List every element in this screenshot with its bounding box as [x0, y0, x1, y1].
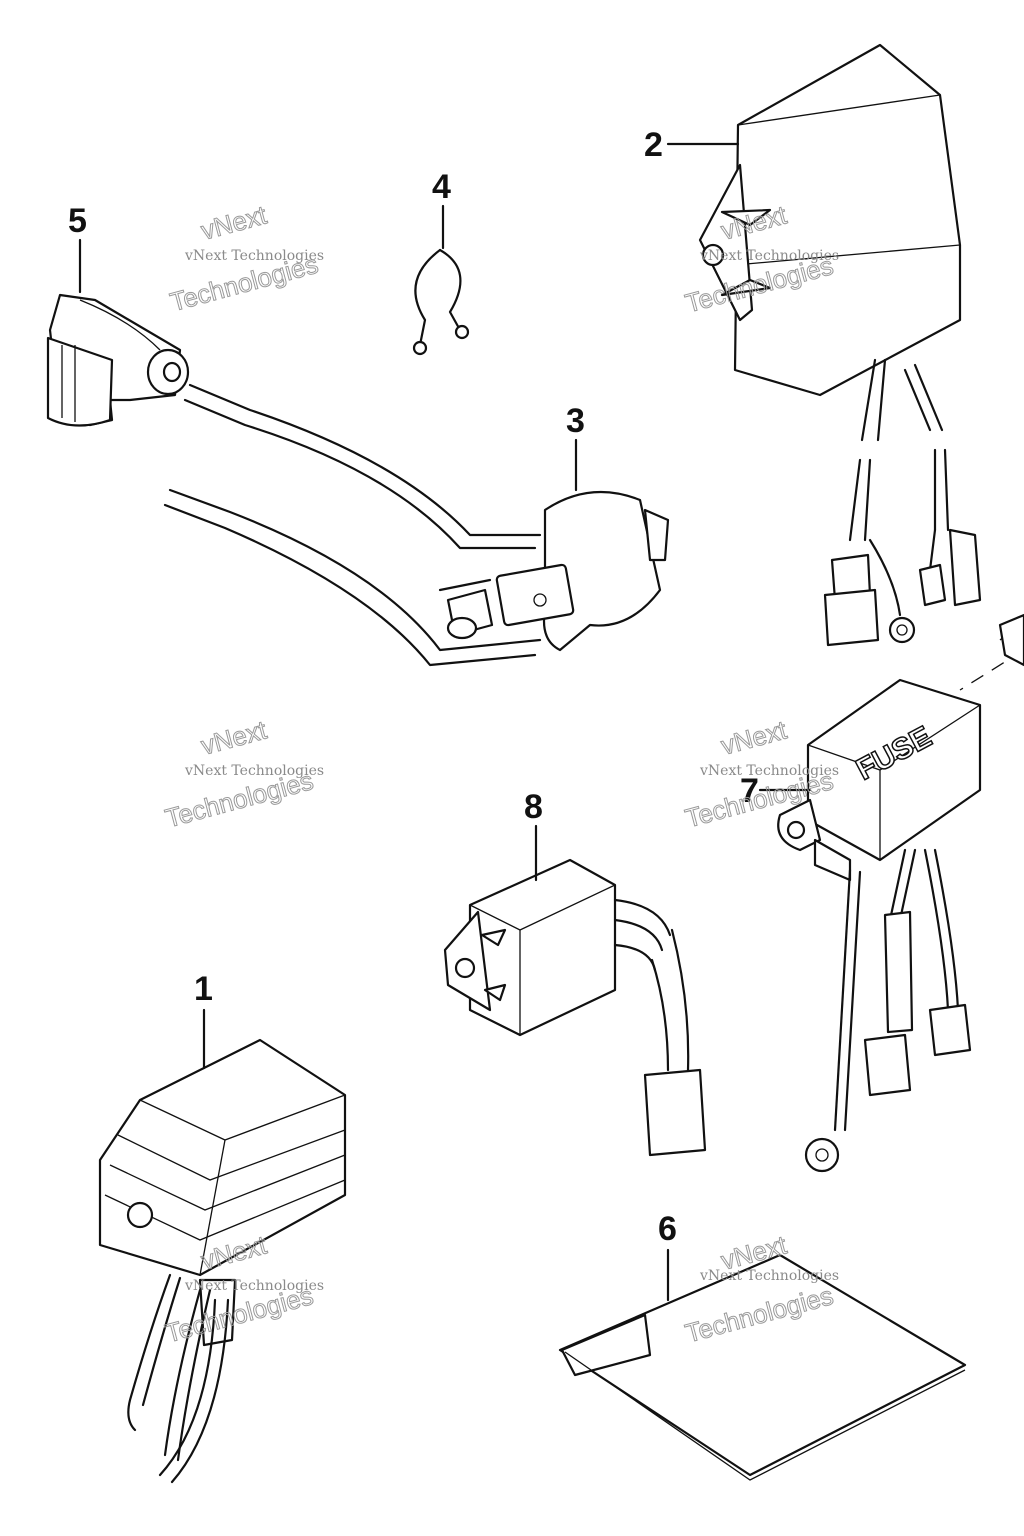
part-3-ignition-coil [163, 383, 670, 667]
callout-1: 1 [194, 970, 213, 1008]
part-7-fuse-box: FUSE [777, 613, 1024, 1173]
svg-text:vNext Technologies: vNext Technologies [699, 1268, 839, 1284]
callout-7: 7 [740, 772, 759, 810]
callout-5: 5 [68, 202, 87, 240]
part-6-label-sheet [558, 1253, 967, 1481]
part-4-clamp [412, 248, 470, 356]
svg-text:vNext Technologies: vNext Technologies [184, 763, 324, 779]
part-2-cdi-unit [698, 43, 982, 647]
watermark-mid-left: vNext Technologies vNext Technologies [162, 714, 325, 834]
svg-text:vNext Technologies: vNext Technologies [184, 248, 324, 264]
svg-text:vNext: vNext [198, 199, 271, 245]
part-8-module [443, 858, 707, 1157]
svg-text:vNext Technologies: vNext Technologies [699, 763, 839, 779]
svg-text:vNext: vNext [718, 714, 791, 760]
watermark-top-left: vNext Technologies vNext Technologies [166, 199, 324, 318]
callout-6: 6 [658, 1210, 677, 1248]
callout-2: 2 [644, 126, 663, 164]
callout-8: 8 [524, 788, 543, 826]
callout-4: 4 [432, 168, 451, 206]
part-5-spark-plug-cap [46, 293, 190, 427]
svg-text:vNext Technologies: vNext Technologies [699, 248, 839, 264]
part-1-rectifier [98, 1038, 347, 1484]
svg-text:vNext: vNext [198, 714, 271, 760]
svg-text:vNext Technologies: vNext Technologies [184, 1278, 324, 1294]
callout-3: 3 [566, 402, 585, 440]
